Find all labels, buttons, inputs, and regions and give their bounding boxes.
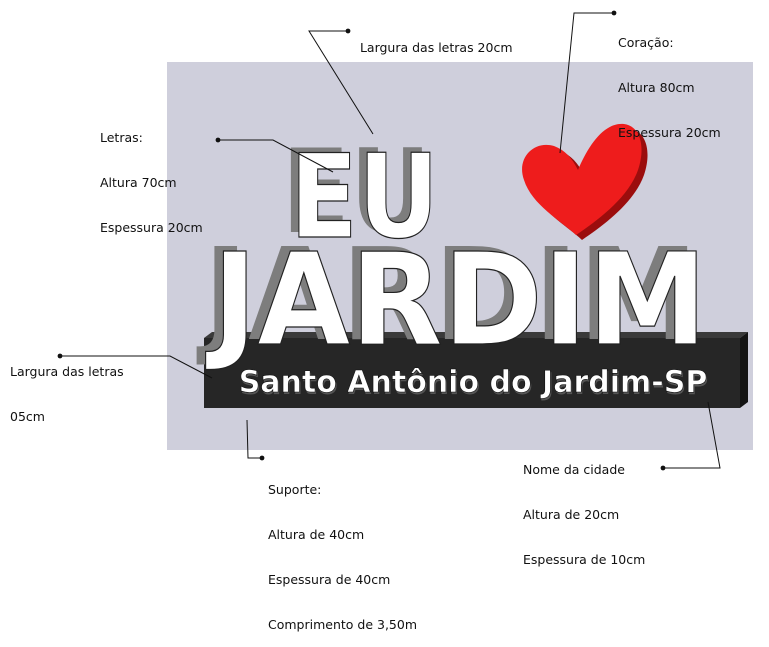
leader-city [663,401,721,469]
sign-diagram: EU EU JARDIM JARDIM Santo Antônio do Jar… [57,10,753,471]
annotation-support: Suporte: Altura de 40cm Espessura de 40c… [268,452,417,647]
annotation-letters: Letras: Altura 70cm Espessura 20cm [100,100,203,250]
svg-text:JARDIM: JARDIM [206,227,708,375]
support-height: Altura de 40cm [268,527,365,542]
support-title: Suporte: [268,482,322,497]
leader-support [246,419,262,459]
leader-dots [57,10,666,471]
heart-height: Altura 80cm [618,80,695,95]
annotation-letter-width-small: Largura das letras 05cm [10,334,124,439]
city-thickness: Espessura de 10cm [523,552,646,567]
city-name: Santo Antônio do Jardim-SP Santo Antônio… [238,365,709,402]
annotation-heart: Coração: Altura 80cm Espessura 20cm [618,5,721,155]
svg-text:Santo Antônio do Jardim-SP: Santo Antônio do Jardim-SP [240,367,709,402]
support-thickness: Espessura de 40cm [268,572,391,587]
svg-text:EU: EU [290,130,439,265]
base-support [204,332,748,408]
leader-letter-width-small [60,355,213,379]
svg-text:Santo Antônio do Jardim-SP: Santo Antônio do Jardim-SP [239,365,708,400]
letters-thickness: Espessura 20cm [100,220,203,235]
svg-text:JARDIM: JARDIM [197,222,699,370]
word-eu: EU EU [282,125,440,266]
letter-width-small-line1: Largura das letras [10,364,124,379]
leader-lines [60,12,721,469]
word-jardim: JARDIM JARDIM [197,222,708,376]
svg-text:EU: EU [282,125,431,260]
leader-letter-width-top [308,30,374,135]
support-length: Comprimento de 3,50m [268,617,418,632]
leader-letters [218,139,334,173]
heart-title: Coração: [618,35,674,50]
letters-title: Letras: [100,130,143,145]
heart-thickness: Espessura 20cm [618,125,721,140]
leader-heart [559,12,614,154]
letters-height: Altura 70cm [100,175,177,190]
annotation-city: Nome da cidade Altura de 20cm Espessura … [523,432,645,582]
annotation-letter-width-top: Largura das letras 20cm [359,40,513,55]
city-height: Altura de 20cm [523,507,620,522]
letter-width-small-line2: 05cm [10,409,45,424]
city-title: Nome da cidade [523,462,625,477]
heart-shape [522,123,648,240]
